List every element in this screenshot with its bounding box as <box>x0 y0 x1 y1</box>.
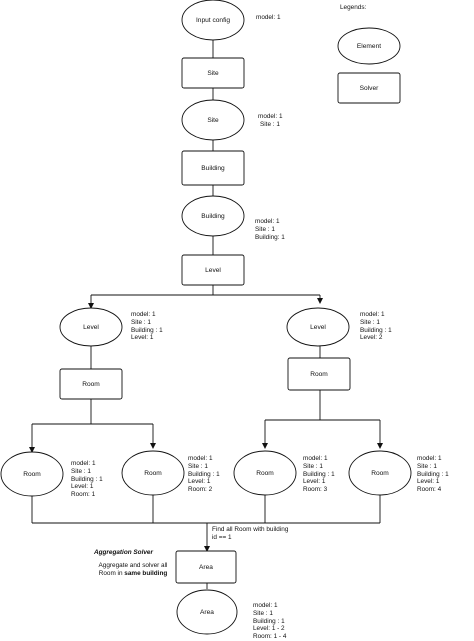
room-solver-left-label: Room <box>82 380 100 388</box>
legend-solver-label: Solver <box>359 84 379 92</box>
room-1-ellipse <box>0 451 64 497</box>
room-4-label: Room <box>371 469 389 477</box>
area-solver-label: Area <box>199 563 213 571</box>
room-solver-left-box <box>59 368 123 400</box>
room-solver-right-box <box>287 357 351 391</box>
legend-element-ellipse <box>337 27 401 65</box>
area-solver-box <box>175 550 237 584</box>
level-left-ellipse <box>59 307 123 347</box>
building-element-label: Building <box>201 212 225 220</box>
aggregation-description: Aggregate and solver all Room in same bu… <box>98 562 168 577</box>
level-solver-label: Level <box>205 266 221 274</box>
level-solver-box <box>181 254 245 286</box>
site-element-label: Site <box>207 116 219 124</box>
input-config-label: Input config <box>195 16 231 24</box>
legend-solver-box <box>337 72 401 104</box>
site-solver-label: Site <box>207 69 219 77</box>
building-element-ellipse <box>181 195 245 237</box>
room-3-label: Room <box>256 469 274 477</box>
level-left-label: Level <box>83 323 99 331</box>
room-4-ellipse <box>348 450 412 496</box>
area-element-label: Area <box>200 608 214 616</box>
building-solver-label: Building <box>201 164 225 172</box>
site-solver-box <box>181 57 245 89</box>
level-right-ellipse <box>286 307 350 347</box>
input-config-ellipse <box>181 0 245 41</box>
room-2-label: Room <box>144 469 162 477</box>
site-element-ellipse <box>181 99 245 141</box>
area-element-ellipse <box>176 589 238 635</box>
aggregation-solver-title: Aggregation Solver <box>94 549 153 556</box>
aggregation-emphasis: same building <box>124 569 168 577</box>
room-3-ellipse <box>233 450 297 496</box>
room-2-ellipse <box>121 450 185 496</box>
legend-title: Legends: <box>340 4 367 11</box>
room-1-label: Room <box>23 470 41 478</box>
annotation-input-config: model: 1 <box>256 14 281 21</box>
building-solver-box <box>181 150 245 186</box>
level-right-label: Level <box>310 323 326 331</box>
room-solver-right-label: Room <box>310 370 328 378</box>
legend-element-label: Element <box>356 42 382 50</box>
